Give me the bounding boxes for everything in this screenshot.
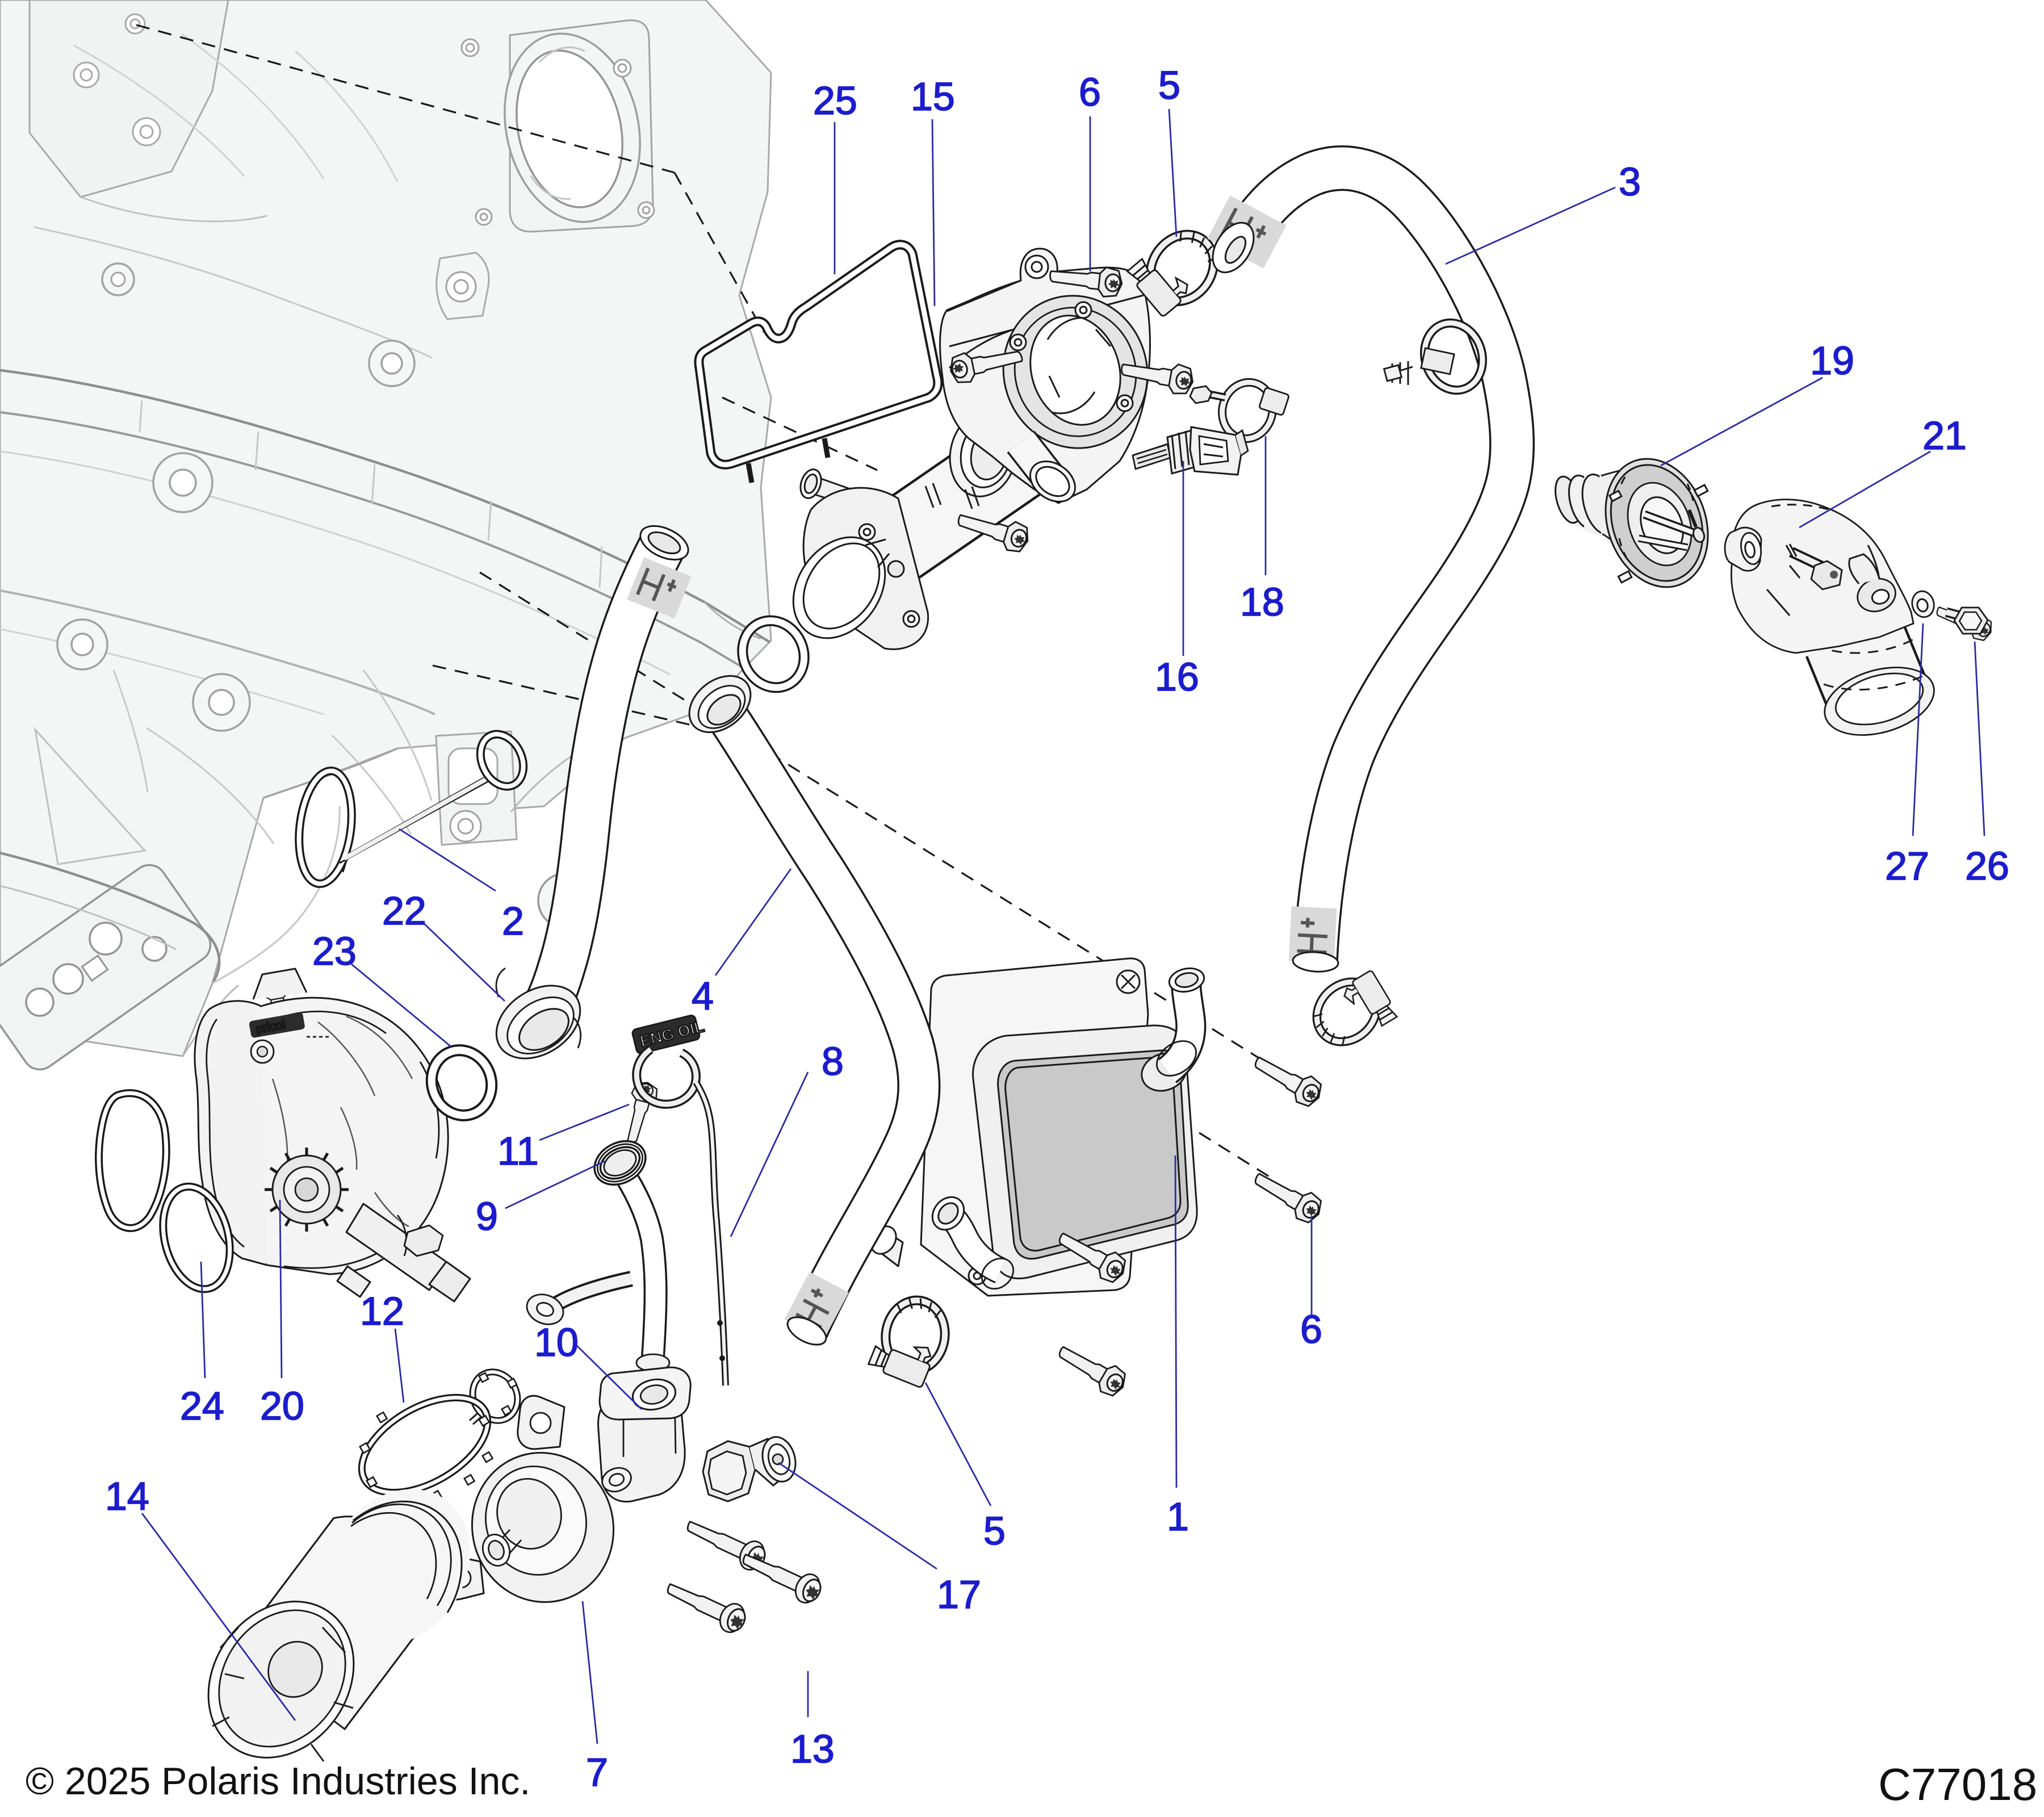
svg-text:19: 19 [1810,338,1854,383]
svg-text:C77018: C77018 [1878,1759,2037,1810]
svg-text:12: 12 [360,1289,404,1333]
svg-text:7: 7 [586,1750,608,1794]
svg-text:© 2025 Polaris Industries Inc.: © 2025 Polaris Industries Inc. [26,1760,530,1803]
svg-text:18: 18 [1240,580,1284,624]
svg-text:20: 20 [260,1384,304,1428]
svg-text:13: 13 [790,1727,835,1771]
svg-text:3: 3 [1619,160,1641,204]
svg-text:2: 2 [502,899,524,943]
svg-text:5: 5 [1158,63,1180,107]
svg-text:8: 8 [822,1039,844,1083]
svg-text:15: 15 [911,74,955,119]
svg-text:24: 24 [180,1384,224,1428]
svg-text:17: 17 [937,1572,981,1617]
svg-text:5: 5 [983,1509,1006,1553]
svg-text:6: 6 [1079,70,1101,114]
svg-text:9: 9 [476,1194,498,1238]
svg-text:1: 1 [1167,1494,1189,1539]
svg-text:10: 10 [534,1320,579,1364]
svg-text:23: 23 [312,929,357,973]
svg-text:4: 4 [692,974,714,1018]
svg-text:26: 26 [1965,844,2009,888]
svg-text:16: 16 [1155,655,1199,699]
svg-text:22: 22 [382,889,426,933]
svg-text:14: 14 [105,1474,149,1518]
svg-text:6: 6 [1300,1307,1322,1351]
svg-text:11: 11 [497,1129,539,1173]
svg-text:21: 21 [1922,413,1967,458]
svg-text:27: 27 [1885,844,1929,888]
svg-text:25: 25 [813,78,857,123]
